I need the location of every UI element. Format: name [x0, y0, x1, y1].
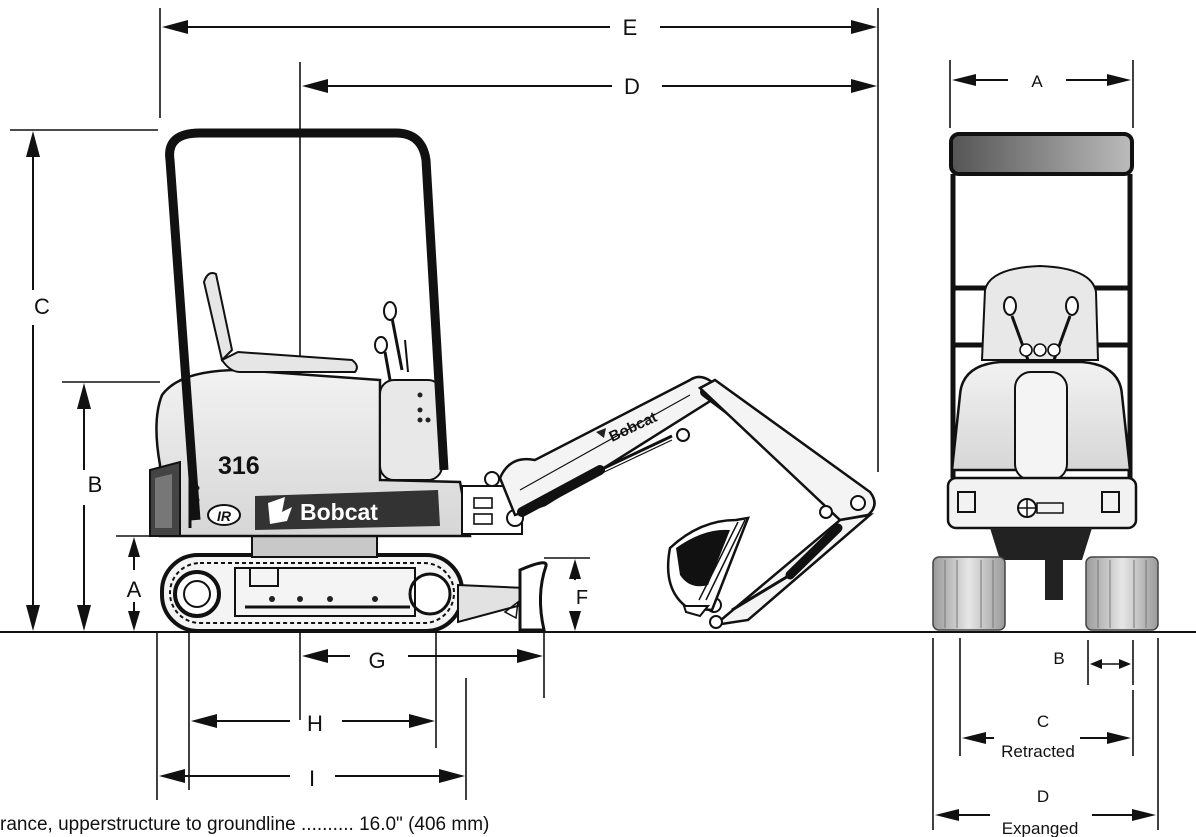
dimension-d-front-caption: Expanged [1002, 819, 1079, 837]
dimension-f: F [544, 557, 590, 631]
dimension-a-side-label: A [127, 577, 142, 602]
footer-spec-text: rance, upperstructure to groundline ....… [0, 814, 490, 835]
track-assembly [160, 553, 464, 633]
dimension-i: I [156, 632, 467, 800]
model-decal: 316 [218, 452, 260, 480]
dimension-h-label: H [307, 711, 323, 736]
front-left-track [932, 556, 1006, 631]
dipper-arm [697, 378, 876, 629]
bobcat-logo-icon [268, 497, 292, 524]
side-view-excavator: 316 IR Bobcat [149, 128, 876, 633]
dimension-i-label: I [309, 766, 315, 791]
ir-logo: IR [207, 504, 241, 526]
dimension-c-front: C Retracted [959, 638, 1134, 761]
front-seat [980, 264, 1100, 361]
front-right-track [1085, 556, 1159, 631]
bucket-cylinder [731, 523, 843, 612]
operator-seat [202, 272, 358, 373]
dimension-d-front-label: D [1037, 787, 1049, 806]
dimension-a-front: A [949, 60, 1134, 128]
rops-canopy [165, 128, 449, 521]
dimension-b: B [62, 381, 160, 631]
dimension-c: C [10, 129, 158, 631]
dimension-e: E [159, 8, 879, 472]
swing-bearing [251, 534, 378, 558]
dimension-h: H [188, 632, 437, 790]
dimension-b-front-label: B [1053, 649, 1064, 668]
dimension-c-front-label: C [1037, 712, 1049, 731]
boom-cylinder [517, 434, 673, 517]
svg-text:IR: IR [217, 508, 232, 524]
dimension-g: G [302, 632, 545, 698]
dimension-c-label: C [34, 294, 50, 319]
bucket [666, 516, 750, 618]
brand-decal: Bobcat [300, 499, 378, 525]
dimension-d-label: D [624, 74, 640, 99]
dimension-b-front: B [1053, 640, 1134, 685]
front-view-excavator [932, 132, 1159, 631]
dimension-e-label: E [623, 15, 638, 40]
dimension-d-front: D Expanged [932, 638, 1159, 837]
front-canopy-roof [949, 132, 1134, 176]
dimension-f-label: F [576, 587, 588, 609]
dimension-c-front-caption: Retracted [1001, 742, 1075, 761]
dimension-b-label: B [88, 472, 103, 497]
front-joysticks [1003, 296, 1079, 361]
dimension-a-side: A [116, 535, 155, 631]
front-undercarriage [990, 528, 1092, 560]
boom: Bobcat [484, 375, 717, 517]
dimension-g-label: G [368, 648, 385, 673]
dozer-blade [457, 561, 548, 632]
upperstructure: 316 IR Bobcat [149, 368, 472, 538]
dimension-a-front-label: A [1031, 72, 1043, 91]
